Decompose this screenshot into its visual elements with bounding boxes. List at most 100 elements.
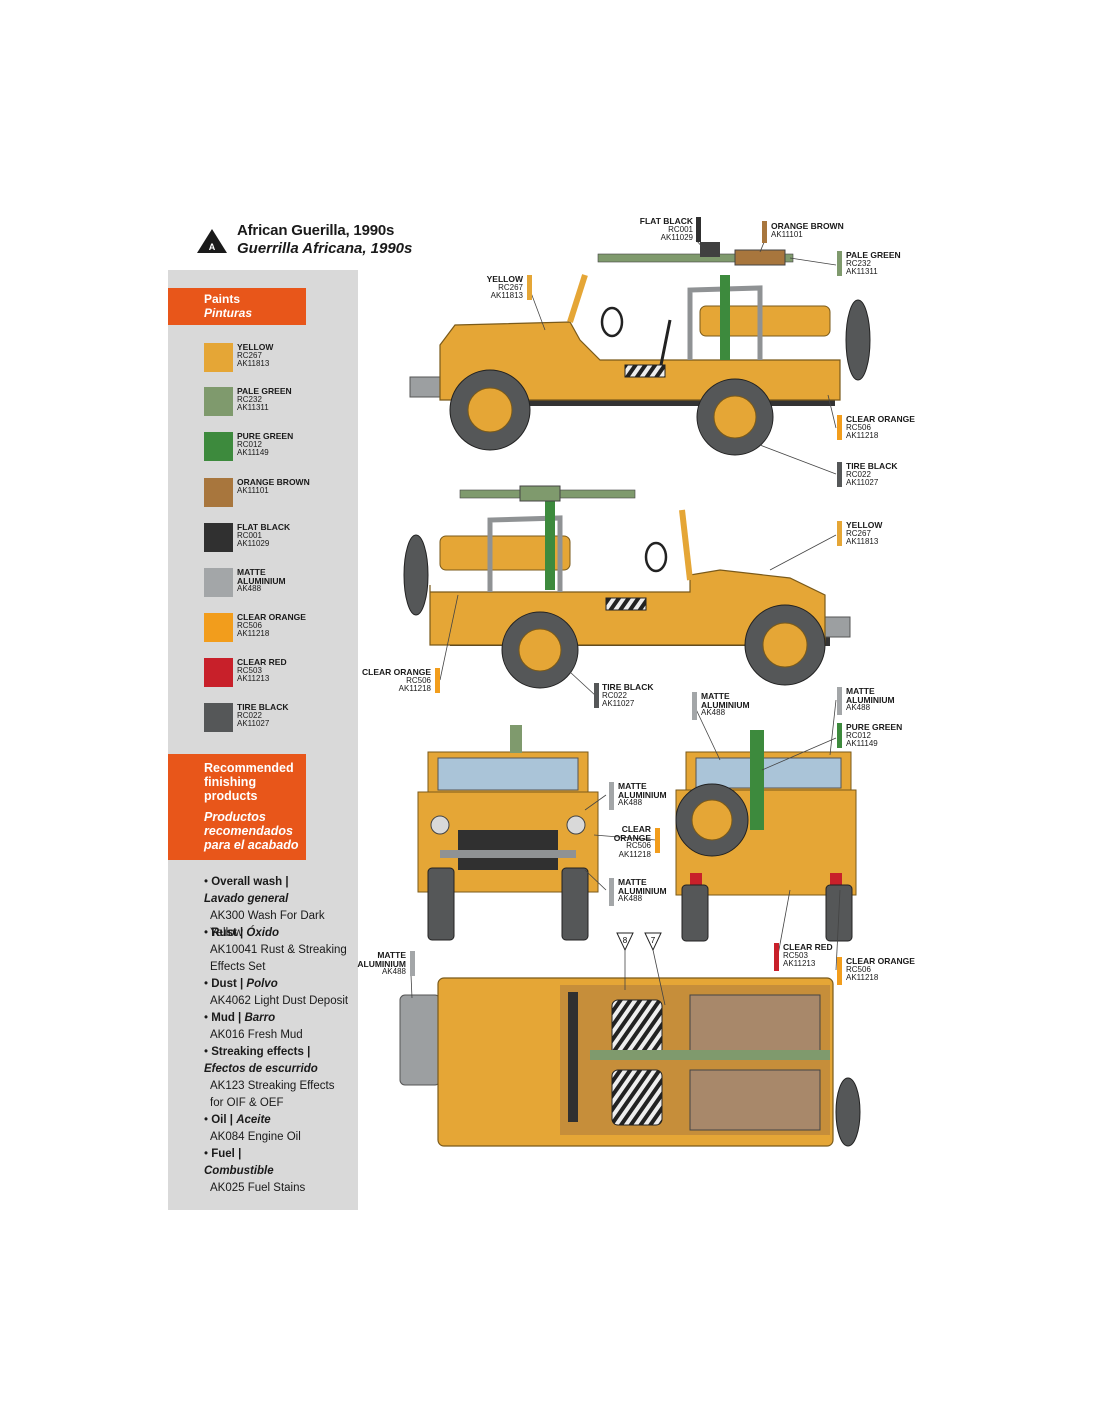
paint-code-1: RC232 xyxy=(237,394,262,404)
finishing-item-product-cont: Effects Set xyxy=(210,961,266,973)
bullet-icon: • xyxy=(204,1046,212,1058)
callout-orange-brown: ORANGE BROWN AK11101 xyxy=(771,221,844,239)
paints-title-en: Paints xyxy=(204,292,241,306)
callout-matte-aluminium-front-2: MATTE ALUMINIUM AK488 xyxy=(618,877,667,903)
swatch-bar-clear-orange-rear xyxy=(837,957,842,985)
sidebar-background xyxy=(168,270,358,1210)
swatch-bar-yellow-right xyxy=(837,521,842,546)
title-spanish: Guerrilla Africana, 1990s xyxy=(237,240,413,257)
swatch-bar-clear-orange-front xyxy=(655,828,660,853)
paint-name: FLAT BLACK xyxy=(237,522,291,532)
callout-matte-aluminium-2: MATTE ALUMINIUM AK488 xyxy=(846,686,895,712)
finishing-item-en: Oil | xyxy=(211,1114,233,1126)
finishing-item-heading: • Dust | Polvo xyxy=(204,976,354,993)
bullet-icon: • xyxy=(204,876,212,888)
swatch-bar-orange-brown xyxy=(762,221,767,243)
paint-code-1: RC022 xyxy=(237,710,262,720)
paint-name: ORANGE BROWN xyxy=(237,477,310,487)
rear-view xyxy=(675,730,857,942)
finishing-item-heading: • Fuel | xyxy=(204,1146,354,1163)
swatch-bar-tire-black-1 xyxy=(837,462,842,487)
paint-name: CLEAR RED xyxy=(237,657,287,667)
callout-clear-orange-2: CLEAR ORANGE RC506 AK11218 xyxy=(362,667,431,693)
swatch-bar-clear-orange-2 xyxy=(435,668,440,693)
bullet-icon: • xyxy=(204,1148,212,1160)
color-swatch xyxy=(204,613,233,642)
paint-code-2: AK11311 xyxy=(237,403,269,412)
color-swatch xyxy=(204,432,233,461)
finishing-item-product: AK4062 Light Dust Deposit xyxy=(210,995,349,1007)
finishing-item-es: Efectos de escurrido xyxy=(204,1063,318,1075)
finishing-item-es: Lavado general xyxy=(204,893,289,905)
finishing-item-es: Combustible xyxy=(204,1165,274,1177)
swatch-bar-pale-green xyxy=(837,251,842,276)
callout-tire-black-2: TIRE BLACK RC022 AK11027 xyxy=(602,682,654,708)
paint-name: CLEAR ORANGE xyxy=(237,612,306,622)
callout-clear-orange-rear: CLEAR ORANGE RC506 AK11218 xyxy=(846,956,915,982)
finishing-title-en-3: products xyxy=(204,789,258,803)
paint-code-1: AK488 xyxy=(237,584,262,593)
callout-matte-aluminium-1: MATTE ALUMINIUM AK488 xyxy=(701,691,750,717)
decal-marker-7: 7 xyxy=(644,932,662,952)
finishing-item-product: AK016 Fresh Mud xyxy=(210,1029,303,1041)
swatch-bar-tire-black-2 xyxy=(594,683,599,708)
paint-name: MATTE ALUMINIUM xyxy=(237,567,286,586)
bullet-icon: • xyxy=(204,1012,212,1024)
finishing-item-heading: • Streaking effects | xyxy=(204,1044,354,1061)
bullet-icon: • xyxy=(204,927,212,939)
svg-text:A: A xyxy=(209,242,216,252)
finishing-item-product: AK10041 Rust & Streaking xyxy=(210,944,347,956)
leader-lines xyxy=(410,239,841,1006)
paint-code-1: RC001 xyxy=(237,530,262,540)
color-swatch xyxy=(204,478,233,507)
finishing-title-es-1: Productos xyxy=(204,810,266,824)
finishing-item-product: AK084 Engine Oil xyxy=(210,1131,301,1143)
bullet-icon: • xyxy=(204,1114,212,1126)
swatch-bar-matte-aluminium-1 xyxy=(692,692,697,720)
callout-tire-black-1: TIRE BLACK RC022 AK11027 xyxy=(846,461,898,487)
callout-pale-green: PALE GREEN RC232 AK11311 xyxy=(846,250,901,276)
color-swatch xyxy=(204,343,233,372)
paint-code-2: AK11027 xyxy=(237,719,270,728)
front-view xyxy=(417,725,599,941)
swatch-bar-pure-green xyxy=(837,723,842,748)
svg-text:7: 7 xyxy=(651,936,656,945)
callout-pure-green: PURE GREEN RC012 AK11149 xyxy=(846,722,903,748)
finishing-item-heading: • Rust | Óxido xyxy=(204,925,354,942)
swatch-bar-matte-aluminium-front-2 xyxy=(609,878,614,906)
paint-name: PALE GREEN xyxy=(237,386,292,396)
swatch-bar-matte-aluminium-front-1 xyxy=(609,782,614,810)
paint-name: TIRE BLACK xyxy=(237,702,289,712)
paints-heading: Paints Pinturas xyxy=(168,288,306,325)
color-swatch xyxy=(204,523,233,552)
paint-code-2: AK11213 xyxy=(237,674,270,683)
finishing-item-es: Óxido xyxy=(246,927,279,939)
paint-code-2: AK11813 xyxy=(237,359,270,368)
side-view-right xyxy=(403,485,851,689)
finishing-item-en: Streaking effects | xyxy=(211,1046,311,1058)
finishing-title-es-3: para el acabado xyxy=(204,838,299,852)
paint-name: YELLOW xyxy=(237,342,274,352)
decal-marker-8: 8 xyxy=(616,932,634,952)
paint-code-2: AK11029 xyxy=(237,539,270,548)
finishing-item-product-cont: for OIF & OEF xyxy=(210,1097,284,1109)
callout-matte-aluminium-front-1: MATTE ALUMINIUM AK488 xyxy=(618,781,667,807)
paint-code-1: RC012 xyxy=(237,439,262,449)
finishing-title-en-1: Recommended xyxy=(204,761,294,775)
paint-code-1: RC506 xyxy=(237,620,262,630)
finishing-item-heading: • Overall wash | xyxy=(204,874,354,891)
color-swatch xyxy=(204,387,233,416)
side-view-left xyxy=(409,242,871,456)
